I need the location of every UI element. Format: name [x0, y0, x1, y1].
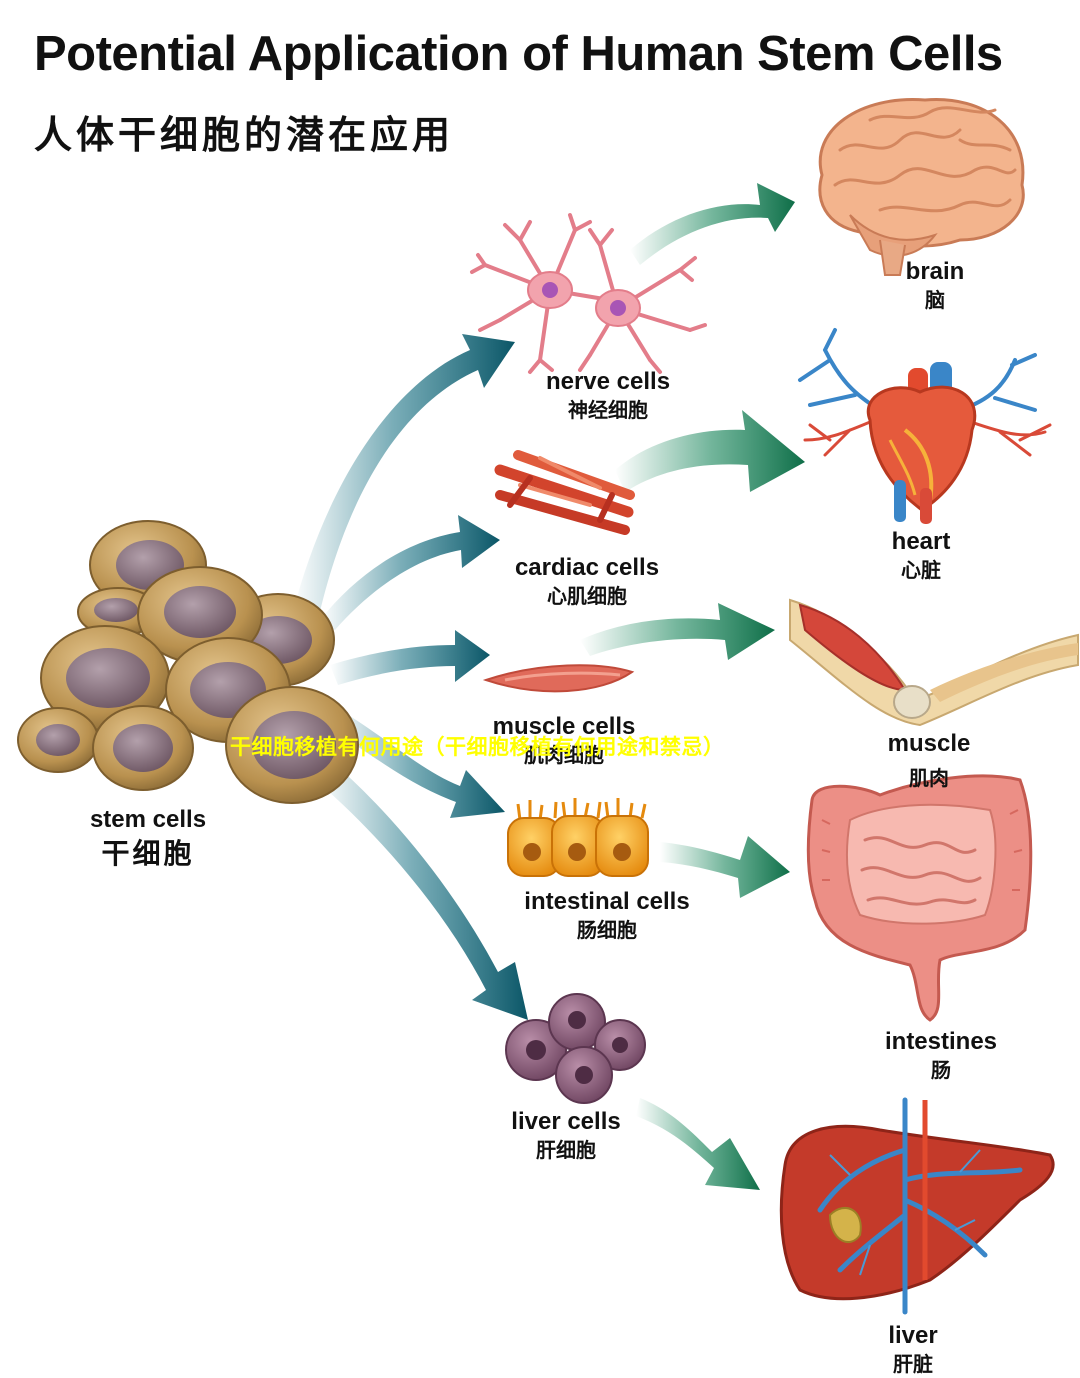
nerve-cells-label: nerve cells 神经细胞 — [546, 368, 670, 424]
cardiac-cells-label-zh: 心肌细胞 — [546, 584, 627, 608]
brain-label: brain 脑 — [906, 258, 965, 314]
muscle-illustration — [789, 598, 1079, 727]
muscle-cells-label: muscle cells 肌肉细胞 — [493, 713, 636, 769]
arrow-to-muscle — [580, 603, 775, 660]
arrow-to-intestines — [660, 836, 790, 898]
stem-cell — [17, 707, 99, 773]
liver-cells-illustration — [505, 993, 646, 1104]
arrow-to-brain — [630, 183, 795, 265]
stem-cells-illustration — [17, 520, 359, 804]
arrow-to-cardiac-cells — [320, 515, 500, 630]
muscle-label-en: muscle — [887, 730, 971, 757]
brain-label-en: brain — [905, 258, 965, 285]
page-subtitle-chinese: 人体干细胞的潜在应用 — [34, 113, 455, 157]
arrow-to-heart — [615, 410, 805, 492]
heart-illustration — [798, 328, 1052, 524]
liver-cells-label-en: liver cells — [511, 1108, 621, 1135]
intestines-illustration — [806, 774, 1033, 1022]
intestines-label: intestines 肠 — [885, 1028, 997, 1084]
muscle-cells-label-en: muscle cells — [492, 713, 636, 740]
stem-cell — [92, 705, 194, 791]
cardiac-cells-illustration — [494, 450, 635, 535]
arrow-to-muscle-cells — [330, 630, 490, 685]
muscle-cells-label-zh: 肌肉细胞 — [523, 743, 604, 767]
muscle-label: muscle 肌肉 — [888, 730, 971, 792]
intestines-label-en: intestines — [884, 1028, 998, 1055]
liver-cells-label: liver cells 肝细胞 — [511, 1108, 620, 1164]
intestines-label-zh: 肠 — [931, 1058, 951, 1082]
nerve-cells-illustration — [470, 213, 707, 374]
cardiac-cells-label: cardiac cells 心肌细胞 — [515, 554, 659, 610]
liver-cells-label-zh: 肝细胞 — [535, 1138, 596, 1162]
cardiac-cells-label-en: cardiac cells — [514, 554, 660, 581]
arrows-cells-to-organs — [580, 183, 805, 1190]
heart-label: heart 心脏 — [892, 528, 951, 584]
heart-label-zh: 心脏 — [901, 558, 941, 582]
stem-cells-label-en: stem cells — [89, 806, 207, 833]
arrow-to-nerve-cells — [292, 334, 515, 620]
heart-label-en: heart — [891, 528, 951, 555]
muscle-label-zh: 肌肉 — [909, 766, 949, 790]
arrows-stem-to-cells — [292, 334, 528, 1020]
arrow-to-intestinal-cells — [332, 710, 505, 818]
nerve-cells-label-zh: 神经细胞 — [568, 398, 648, 422]
intestinal-cells-illustration — [507, 798, 649, 877]
intestinal-cells-label-zh: 肠细胞 — [577, 918, 637, 942]
arrow-to-liver-cells — [318, 760, 528, 1020]
stem-cells-label: stem cells 干细胞 — [90, 806, 206, 874]
brain-illustration — [818, 98, 1025, 276]
liver-label: liver 肝脏 — [888, 1322, 937, 1378]
arrow-to-liver — [636, 1098, 760, 1190]
stem-cell — [225, 686, 359, 804]
muscle-cells-illustration — [482, 664, 635, 693]
page-title: Potential Application of Human Stem Cell… — [34, 27, 1003, 81]
nerve-cells-label-en: nerve cells — [545, 368, 671, 395]
liver-label-en: liver — [888, 1322, 938, 1349]
overlay-caption: 干细胞移植有何用途（干细胞移植有何用途和禁忌） — [230, 735, 725, 759]
liver-illustration — [779, 1097, 1055, 1315]
intestinal-cells-label: intestinal cells 肠细胞 — [524, 888, 689, 944]
liver-label-zh: 肝脏 — [893, 1352, 933, 1376]
brain-label-zh: 脑 — [925, 288, 945, 312]
stem-cells-label-zh: 干细胞 — [101, 837, 195, 870]
intestinal-cells-label-en: intestinal cells — [524, 888, 690, 915]
